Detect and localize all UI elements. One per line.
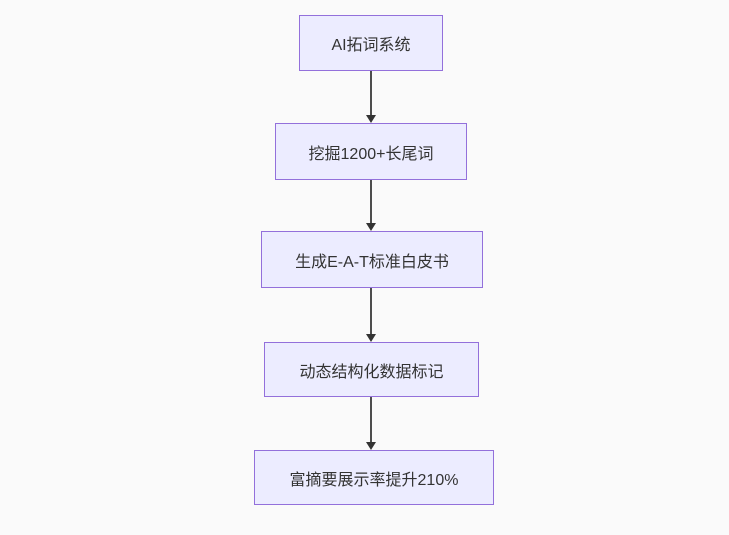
edge-line xyxy=(370,288,372,334)
flow-node-eat-whitepaper: 生成E-A-T标准白皮书 xyxy=(261,231,483,288)
flow-edge-4 xyxy=(365,397,377,450)
flow-node-ai-keyword-system: AI拓词系统 xyxy=(299,15,443,71)
flow-edge-1 xyxy=(365,71,377,123)
flow-node-label: 富摘要展示率提升210% xyxy=(289,471,459,489)
arrow-down-icon xyxy=(366,442,376,450)
edge-line xyxy=(370,71,372,115)
edge-line xyxy=(370,180,372,223)
arrow-down-icon xyxy=(366,334,376,342)
flow-node-label: 动态结构化数据标记 xyxy=(299,363,444,381)
flow-edge-2 xyxy=(365,180,377,231)
arrow-down-icon xyxy=(366,223,376,231)
flow-node-rich-snippet-result: 富摘要展示率提升210% xyxy=(254,450,494,505)
arrow-down-icon xyxy=(366,115,376,123)
flow-node-label: 生成E-A-T标准白皮书 xyxy=(295,253,449,271)
flow-node-longtail-mining: 挖掘1200+长尾词 xyxy=(275,123,467,180)
flow-node-structured-data-markup: 动态结构化数据标记 xyxy=(264,342,479,397)
flow-node-label: 挖掘1200+长尾词 xyxy=(308,145,434,163)
flow-edge-3 xyxy=(365,288,377,342)
edge-line xyxy=(370,397,372,442)
flow-node-label: AI拓词系统 xyxy=(331,37,411,54)
